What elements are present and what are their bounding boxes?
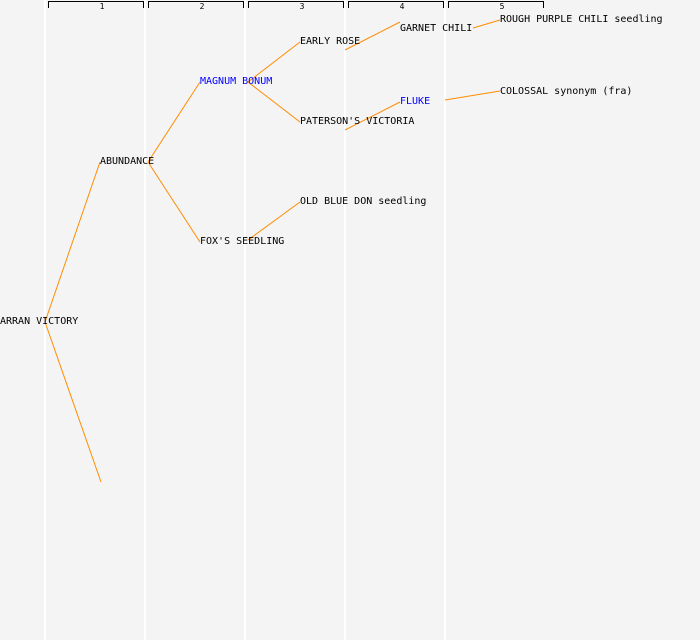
generation-label: 5 — [499, 2, 505, 11]
generation-bracket — [148, 1, 244, 8]
node-colossal[interactable]: COLOSSAL synonym (fra) — [500, 86, 633, 97]
generation-label: 3 — [299, 2, 305, 11]
node-patersons-victoria[interactable]: PATERSON'S VICTORIA — [300, 116, 415, 127]
generation-label: 4 — [399, 2, 405, 11]
edge — [44, 161, 101, 323]
edge — [44, 321, 102, 483]
edge — [247, 81, 301, 123]
edge — [444, 90, 501, 101]
node-arran-victory[interactable]: ARRAN VICTORY — [0, 316, 79, 327]
column-divider — [144, 0, 146, 640]
node-fluke[interactable]: FLUKE — [400, 96, 431, 107]
edge — [247, 41, 301, 83]
node-early-rose[interactable]: EARLY ROSE — [300, 36, 361, 47]
edge — [147, 161, 201, 243]
node-old-blue-don[interactable]: OLD BLUE DON seedling — [300, 196, 427, 207]
edge — [472, 19, 501, 29]
generation-bracket — [448, 1, 544, 8]
node-foxs-seedling[interactable]: FOX'S SEEDLING — [200, 236, 285, 247]
edge — [247, 201, 301, 241]
column-divider — [344, 0, 346, 640]
node-garnet-chili[interactable]: GARNET CHILI — [400, 23, 473, 34]
generation-bracket — [48, 1, 144, 8]
column-divider — [444, 0, 446, 640]
edge — [344, 101, 401, 131]
generation-bracket — [248, 1, 344, 8]
node-magnum-bonum[interactable]: MAGNUM BONUM — [200, 76, 273, 87]
node-abundance[interactable]: ABUNDANCE — [100, 156, 155, 167]
column-divider — [44, 0, 46, 640]
generation-label: 1 — [99, 2, 105, 11]
generation-label: 2 — [199, 2, 205, 11]
generation-bracket — [348, 1, 444, 8]
edge — [344, 21, 401, 51]
column-divider — [244, 0, 246, 640]
node-rough-purple-chili[interactable]: ROUGH PURPLE CHILI seedling — [500, 14, 663, 25]
edge — [147, 81, 201, 163]
